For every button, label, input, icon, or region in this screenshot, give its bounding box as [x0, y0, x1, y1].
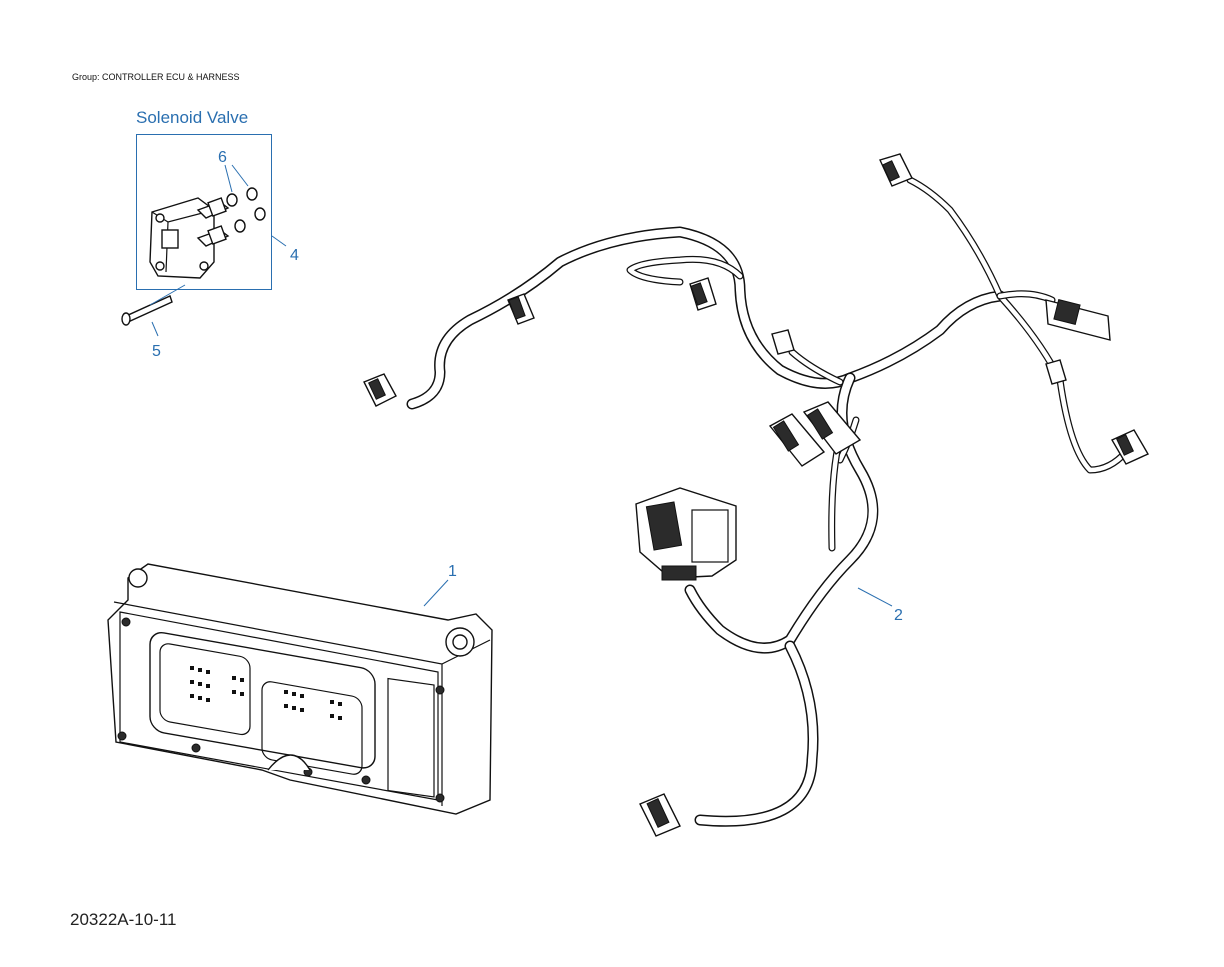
inset-title: Solenoid Valve: [136, 108, 249, 127]
ecu-controller: [107, 563, 493, 815]
callout-6-lead-b: [231, 164, 249, 187]
callout-1-lead: [423, 579, 449, 607]
inset-frame: [136, 134, 272, 290]
figure-id: 20322A-10-11: [70, 910, 177, 929]
callout-2-lead: [857, 587, 893, 607]
harness-connectors: [363, 153, 1149, 837]
group-title: Group: CONTROLLER ECU & HARNESS: [72, 72, 240, 82]
callout-4: 4: [290, 247, 299, 264]
callout-4-lead: [271, 235, 287, 247]
callout-2: 2: [894, 607, 903, 624]
callout-5-lead: [151, 321, 159, 337]
solenoid-valve: [149, 197, 230, 279]
wire-harness: [406, 176, 1130, 827]
screw-axis: [149, 284, 186, 306]
o-ring-set: [226, 187, 266, 233]
mounting-screw: [121, 295, 173, 326]
callout-1: 1: [448, 563, 457, 580]
callout-5: 5: [152, 343, 161, 360]
callout-6: 6: [218, 149, 227, 166]
callout-6-lead-a: [224, 164, 233, 193]
